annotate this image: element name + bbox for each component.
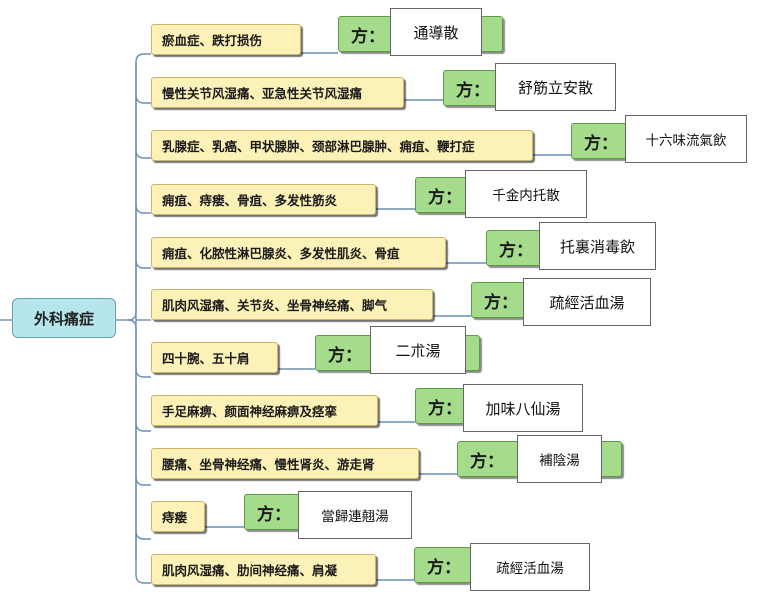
fang-label: 方： xyxy=(456,80,490,101)
remedy-box-10[interactable]: 疏經活血湯 xyxy=(470,543,590,591)
remedy-box-6[interactable]: 二朮湯 xyxy=(370,326,466,374)
remedy-box-8[interactable]: 補陰湯 xyxy=(517,435,602,483)
remedy-box-2[interactable]: 十六味流氣飲 xyxy=(625,115,747,163)
condition-node-5[interactable]: 肌肉风湿痛、关节炎、坐骨神经痛、脚气 xyxy=(151,289,433,320)
condition-node-6[interactable]: 四十腕、五十肩 xyxy=(151,342,278,373)
branch-connector-0 xyxy=(127,53,151,321)
remedy-box-9[interactable]: 當歸連翹湯 xyxy=(298,491,412,539)
condition-node-0[interactable]: 瘀血症、跌打损伤 xyxy=(151,24,301,55)
branch-connector-2 xyxy=(135,149,151,159)
remedy-box-1[interactable]: 舒筋立安散 xyxy=(495,63,616,111)
branch-connector-7 xyxy=(135,422,151,432)
fang-label: 方： xyxy=(484,292,518,313)
branch-connector-3 xyxy=(135,204,151,214)
fang-label: 方： xyxy=(428,398,462,419)
condition-node-3[interactable]: 痈疽、痔瘘、骨疽、多发性筋炎 xyxy=(151,184,376,215)
condition-node-4[interactable]: 痈疽、化脓性淋巴腺炎、多发性肌炎、骨疽 xyxy=(151,237,446,268)
remedy-box-3[interactable]: 千金内托散 xyxy=(465,170,587,218)
condition-node-9[interactable]: 痔瘘 xyxy=(151,501,205,532)
fang-label: 方： xyxy=(428,187,462,208)
branch-connector-9 xyxy=(135,530,151,540)
fang-label: 方： xyxy=(351,26,385,47)
fang-label: 方： xyxy=(470,451,504,472)
branch-connector-8 xyxy=(135,476,151,486)
condition-node-1[interactable]: 慢性关节风湿痛、亚急性关节风湿痛 xyxy=(151,77,404,108)
fang-label: 方： xyxy=(499,240,533,261)
branch-connector-4 xyxy=(135,259,151,269)
condition-node-2[interactable]: 乳腺症、乳癌、甲状腺肿、颈部淋巴腺肿、痈疽、鞭打症 xyxy=(151,130,533,161)
condition-node-10[interactable]: 肌肉风湿痛、肋间神经痛、肩凝 xyxy=(151,554,376,585)
remedy-box-5[interactable]: 疏經活血湯 xyxy=(523,278,651,326)
condition-node-8[interactable]: 腰痛、坐骨神经痛、慢性肾炎、游走肾 xyxy=(151,448,419,479)
remedy-box-0[interactable]: 通導散 xyxy=(390,8,482,56)
root-node[interactable]: 外科痛症 xyxy=(12,298,116,338)
remedy-box-4[interactable]: 托裏消毒飲 xyxy=(539,222,656,270)
fang-label: 方： xyxy=(328,345,362,366)
condition-node-7[interactable]: 手足麻痹、颜面神经麻痹及痉挛 xyxy=(151,395,378,426)
fang-label: 方： xyxy=(584,133,618,154)
branch-connector-10 xyxy=(127,319,151,584)
fang-label: 方： xyxy=(427,557,461,578)
remedy-box-7[interactable]: 加味八仙湯 xyxy=(463,384,583,432)
branch-connector-1 xyxy=(135,94,151,104)
fang-label: 方： xyxy=(257,504,291,525)
branch-connector-6 xyxy=(135,368,151,378)
